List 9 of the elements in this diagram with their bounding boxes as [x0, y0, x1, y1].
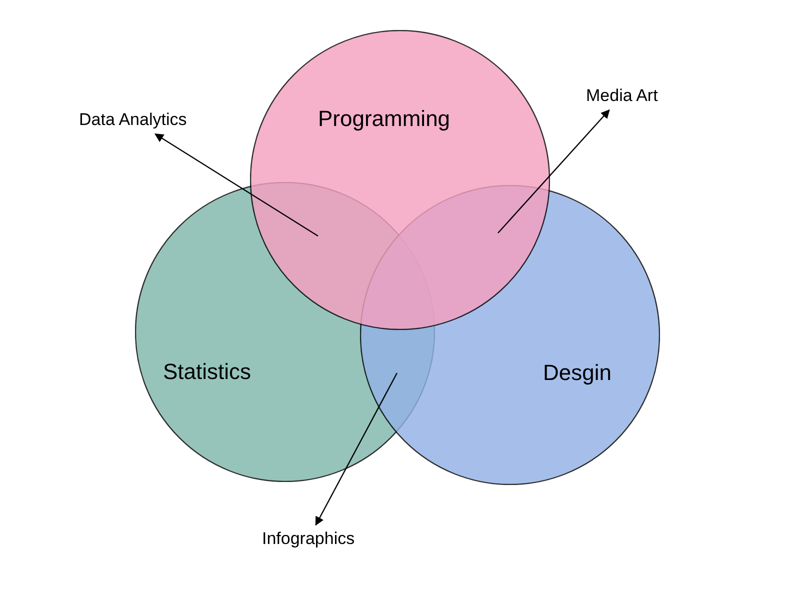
callout-label: Infographics — [262, 529, 355, 549]
callout-label: Data Analytics — [79, 110, 187, 130]
leader-arrow — [154, 134, 318, 236]
callout-label: Media Art — [586, 86, 658, 106]
leader-arrow — [498, 109, 610, 234]
circle-label: Desgin — [543, 360, 612, 386]
circle-label: Programming — [318, 106, 450, 132]
leader-arrow — [315, 372, 398, 526]
circle-label: Statistics — [163, 359, 252, 385]
